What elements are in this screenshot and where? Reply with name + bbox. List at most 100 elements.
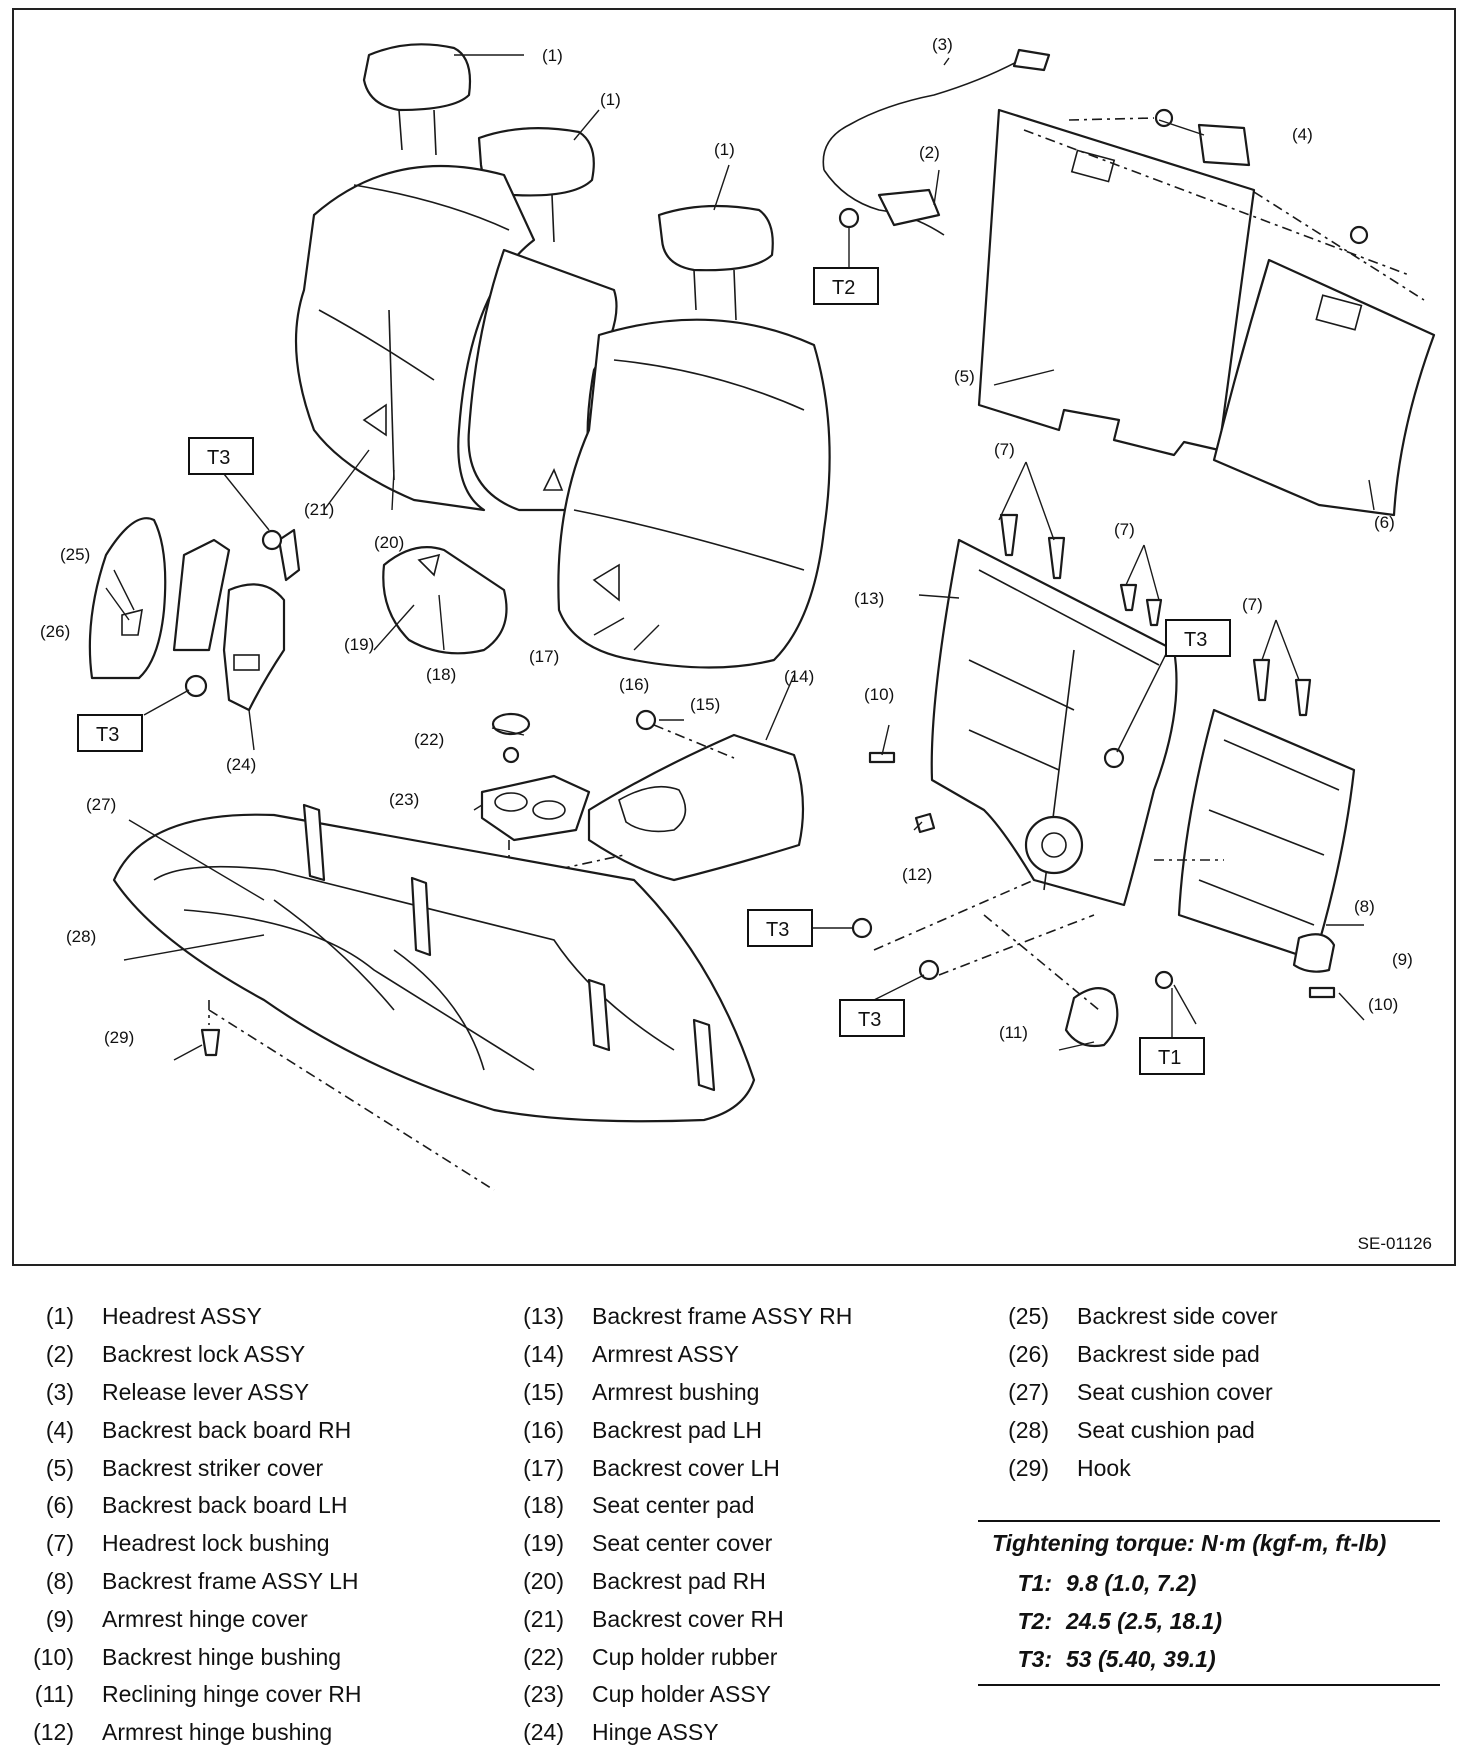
- legend-number: (12): [33, 1719, 74, 1746]
- legend-part-name: Armrest hinge bushing: [102, 1719, 333, 1746]
- legend-part-name: Backrest frame ASSY LH: [102, 1567, 359, 1594]
- legend-number: (15): [523, 1378, 564, 1405]
- t3-bolt-hinge-bottom: [184, 674, 208, 698]
- legend-number: (16): [523, 1416, 564, 1443]
- legend-row: (29)Hook: [975, 1449, 1445, 1487]
- legend-part-name: Seat center pad: [592, 1492, 755, 1519]
- hook: [200, 1028, 221, 1057]
- callout-25: (25): [60, 545, 90, 564]
- callout-4: (4): [1292, 125, 1313, 144]
- callout-8: (8): [1354, 897, 1375, 916]
- legend-row: (26)Backrest side pad: [975, 1336, 1445, 1374]
- legend-row: (24)Hinge ASSY: [490, 1714, 960, 1752]
- torque-value: 9.8 (1.0, 7.2): [1066, 1569, 1197, 1596]
- torque-tag-t1: T1: [1139, 988, 1205, 1075]
- reclining-hinge-cover-rh: [1064, 987, 1119, 1048]
- callout-19: (19): [344, 635, 374, 654]
- callout-21: (21): [304, 500, 334, 519]
- callout-9: (9): [1392, 950, 1413, 969]
- legend-part-name: Seat cushion pad: [1077, 1416, 1255, 1443]
- callout-11: (11): [999, 1023, 1028, 1042]
- torque-row: T3:53 (5.40, 39.1): [978, 1640, 1440, 1678]
- legend-part-name: Armrest ASSY: [592, 1341, 739, 1368]
- legend-row: (6)Backrest back board LH: [0, 1487, 470, 1525]
- callout-23: (23): [389, 790, 419, 809]
- svg-text:T3: T3: [207, 447, 230, 469]
- headrest-right: [657, 204, 774, 321]
- armrest-hinge-bushing: [914, 812, 936, 834]
- legend-row: (23) Cup holder ASSY: [490, 1676, 960, 1714]
- legend-row: (4)Backrest back board RH: [0, 1411, 470, 1449]
- torque-tag-t3: T3: [747, 909, 854, 947]
- legend-number: (23): [523, 1681, 564, 1708]
- svg-text:T1: T1: [1158, 1047, 1181, 1069]
- legend-column-2: (13)Backrest frame ASSY RH(14)Armrest AS…: [490, 1298, 960, 1752]
- legend-row: (15)Armrest bushing: [490, 1374, 960, 1412]
- cup-holder-assy: [480, 774, 591, 842]
- legend-number: (27): [1008, 1378, 1049, 1405]
- backrest-frame-assy-lh: [1177, 708, 1356, 962]
- legend-number: (18): [523, 1492, 564, 1519]
- legend-column-1: (1)Headrest ASSY(2)Backrest lock ASSY(3)…: [0, 1298, 470, 1752]
- legend-number: (19): [523, 1530, 564, 1557]
- callout-7: (7): [994, 440, 1015, 459]
- legend-number: (1): [45, 1303, 74, 1330]
- legend-part-name: Release lever ASSY: [102, 1378, 310, 1405]
- hinge-assy: [172, 528, 301, 712]
- callout-29: (29): [104, 1028, 134, 1047]
- callout-15: (15): [690, 695, 720, 714]
- legend-row: (10)Backrest hinge bushing: [0, 1638, 470, 1676]
- svg-text:T3: T3: [1184, 629, 1207, 651]
- svg-text:T2: T2: [832, 277, 855, 299]
- headrest-lock-bushings: [999, 513, 1312, 717]
- legend-number: (14): [523, 1341, 564, 1368]
- legend-part-name: Cup holder ASSY: [592, 1681, 772, 1708]
- callout-3: (3): [932, 35, 953, 54]
- backrest-back-board-rh: [977, 108, 1256, 457]
- callout-17: (17): [529, 647, 559, 666]
- callout-10: (10): [864, 685, 894, 704]
- headrest-left: [362, 43, 472, 156]
- legend-row: (1)Headrest ASSY: [0, 1298, 470, 1336]
- legend-part-name: Reclining hinge cover RH: [102, 1681, 362, 1708]
- callout-14: (14): [784, 667, 814, 686]
- legend-number: (21): [523, 1605, 564, 1632]
- torque-key: T2:: [1017, 1607, 1053, 1634]
- legend-part-name: Backrest hinge bushing: [102, 1643, 342, 1670]
- cushion-align-lines: [208, 1000, 495, 1191]
- backrest-back-board-lh: [1212, 258, 1436, 517]
- release-lever-assy: [822, 48, 1051, 236]
- svg-text:T3: T3: [858, 1009, 881, 1031]
- armrest-hinge-cover: [1292, 933, 1336, 973]
- legend-number: (29): [1008, 1454, 1049, 1481]
- torque-key: T3:: [1017, 1645, 1053, 1672]
- board-align-lines: [1023, 117, 1425, 301]
- legend-row: (11)Reclining hinge cover RH: [0, 1676, 470, 1714]
- legend-part-name: Headrest lock bushing: [102, 1530, 330, 1557]
- svg-text:T3: T3: [96, 724, 119, 746]
- t3-bolt-frame: [1103, 747, 1125, 769]
- callout-20: (20): [374, 533, 404, 552]
- legend-number: (24): [523, 1719, 564, 1746]
- callout-18: (18): [426, 665, 456, 684]
- callout-13: (13): [854, 589, 884, 608]
- callout-22: (22): [414, 730, 444, 749]
- backrest-hinge-bushing-rh: [868, 751, 896, 764]
- callout-26: (26): [40, 622, 70, 641]
- parts-legend: (1)Headrest ASSY(2)Backrest lock ASSY(3)…: [0, 1280, 1472, 1754]
- legend-row: (16)Backrest pad LH: [490, 1411, 960, 1449]
- legend-row: (28) Seat cushion pad: [975, 1411, 1445, 1449]
- legend-row: (27) Seat cushion cover: [975, 1374, 1445, 1412]
- legend-number: (9): [45, 1605, 74, 1632]
- legend-part-name: Backrest striker cover: [102, 1454, 324, 1481]
- legend-part-name: Backrest frame ASSY RH: [592, 1303, 853, 1330]
- legend-row: (2)Backrest lock ASSY: [0, 1336, 470, 1374]
- legend-row: (22)Cup holder rubber: [490, 1638, 960, 1676]
- legend-number: (8): [45, 1567, 74, 1594]
- legend-number: (28): [1008, 1416, 1049, 1443]
- legend-row: (21)Backrest cover RH: [490, 1600, 960, 1638]
- legend-number: (2): [45, 1341, 74, 1368]
- legend-part-name: Backrest side pad: [1077, 1341, 1260, 1368]
- legend-part-name: Seat cushion cover: [1077, 1378, 1273, 1405]
- reclining-mechanism: [1024, 815, 1084, 875]
